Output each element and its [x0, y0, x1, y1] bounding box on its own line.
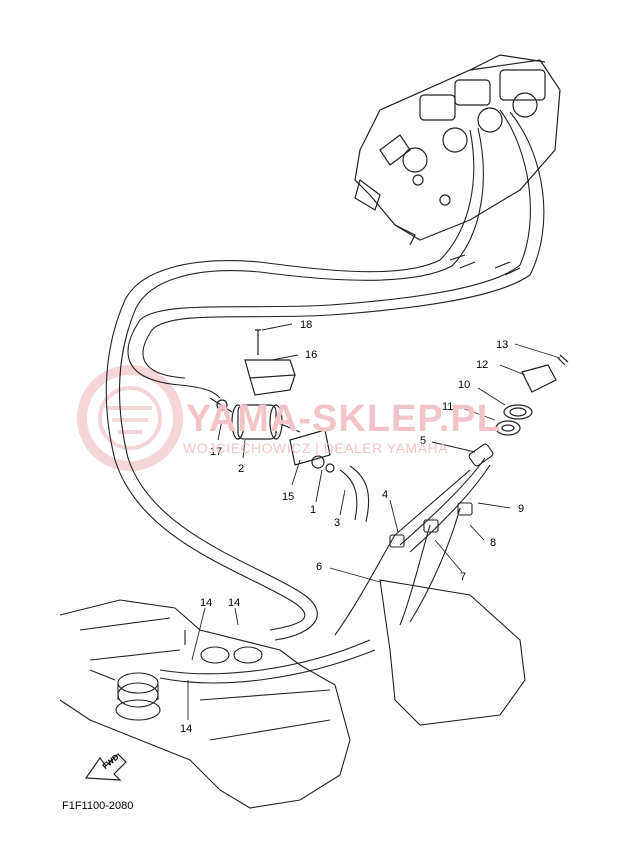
fwd-arrow-shape: [84, 753, 127, 781]
callout-12: 12: [476, 359, 488, 371]
callout-14: 14: [228, 597, 240, 609]
callout-3: 3: [334, 517, 340, 529]
fuel-tank: [59, 579, 526, 809]
vent-lines: [334, 443, 494, 636]
filler-cap-parts: [495, 354, 569, 436]
callout-17: 17: [210, 446, 222, 458]
callout-13: 13: [496, 339, 508, 351]
callout-15: 15: [282, 491, 294, 503]
diagram-code: F1F1100-2080: [62, 800, 134, 812]
callout-10: 10: [458, 379, 470, 391]
callout-4: 4: [382, 489, 388, 501]
callout-14: 14: [180, 723, 192, 735]
fuel-hoses: [105, 109, 545, 641]
callout-1: 1: [310, 504, 316, 516]
callout-11: 11: [442, 401, 453, 413]
callout-18: 18: [300, 319, 312, 331]
callout-16: 16: [305, 349, 317, 361]
callout-2: 2: [238, 463, 244, 475]
watermark-subtitle: WOJCIECHOWICZ | DEALER YAMAHA: [183, 440, 448, 456]
fuel-filter: [209, 329, 335, 473]
callout-6: 6: [316, 561, 322, 573]
leader-lines: [187, 323, 561, 720]
callout-14: 14: [200, 597, 212, 609]
callout-8: 8: [490, 537, 496, 549]
watermark-brand: YAMA-SKLEP.PL: [186, 398, 501, 440]
watermark-logo: [77, 365, 183, 471]
callout-5: 5: [420, 435, 426, 447]
fwd-arrow: FWD: [84, 752, 127, 781]
callout-9: 9: [518, 503, 524, 515]
callout-7: 7: [460, 571, 466, 583]
engine-assembly: [354, 54, 561, 246]
hose-3: [339, 465, 370, 523]
